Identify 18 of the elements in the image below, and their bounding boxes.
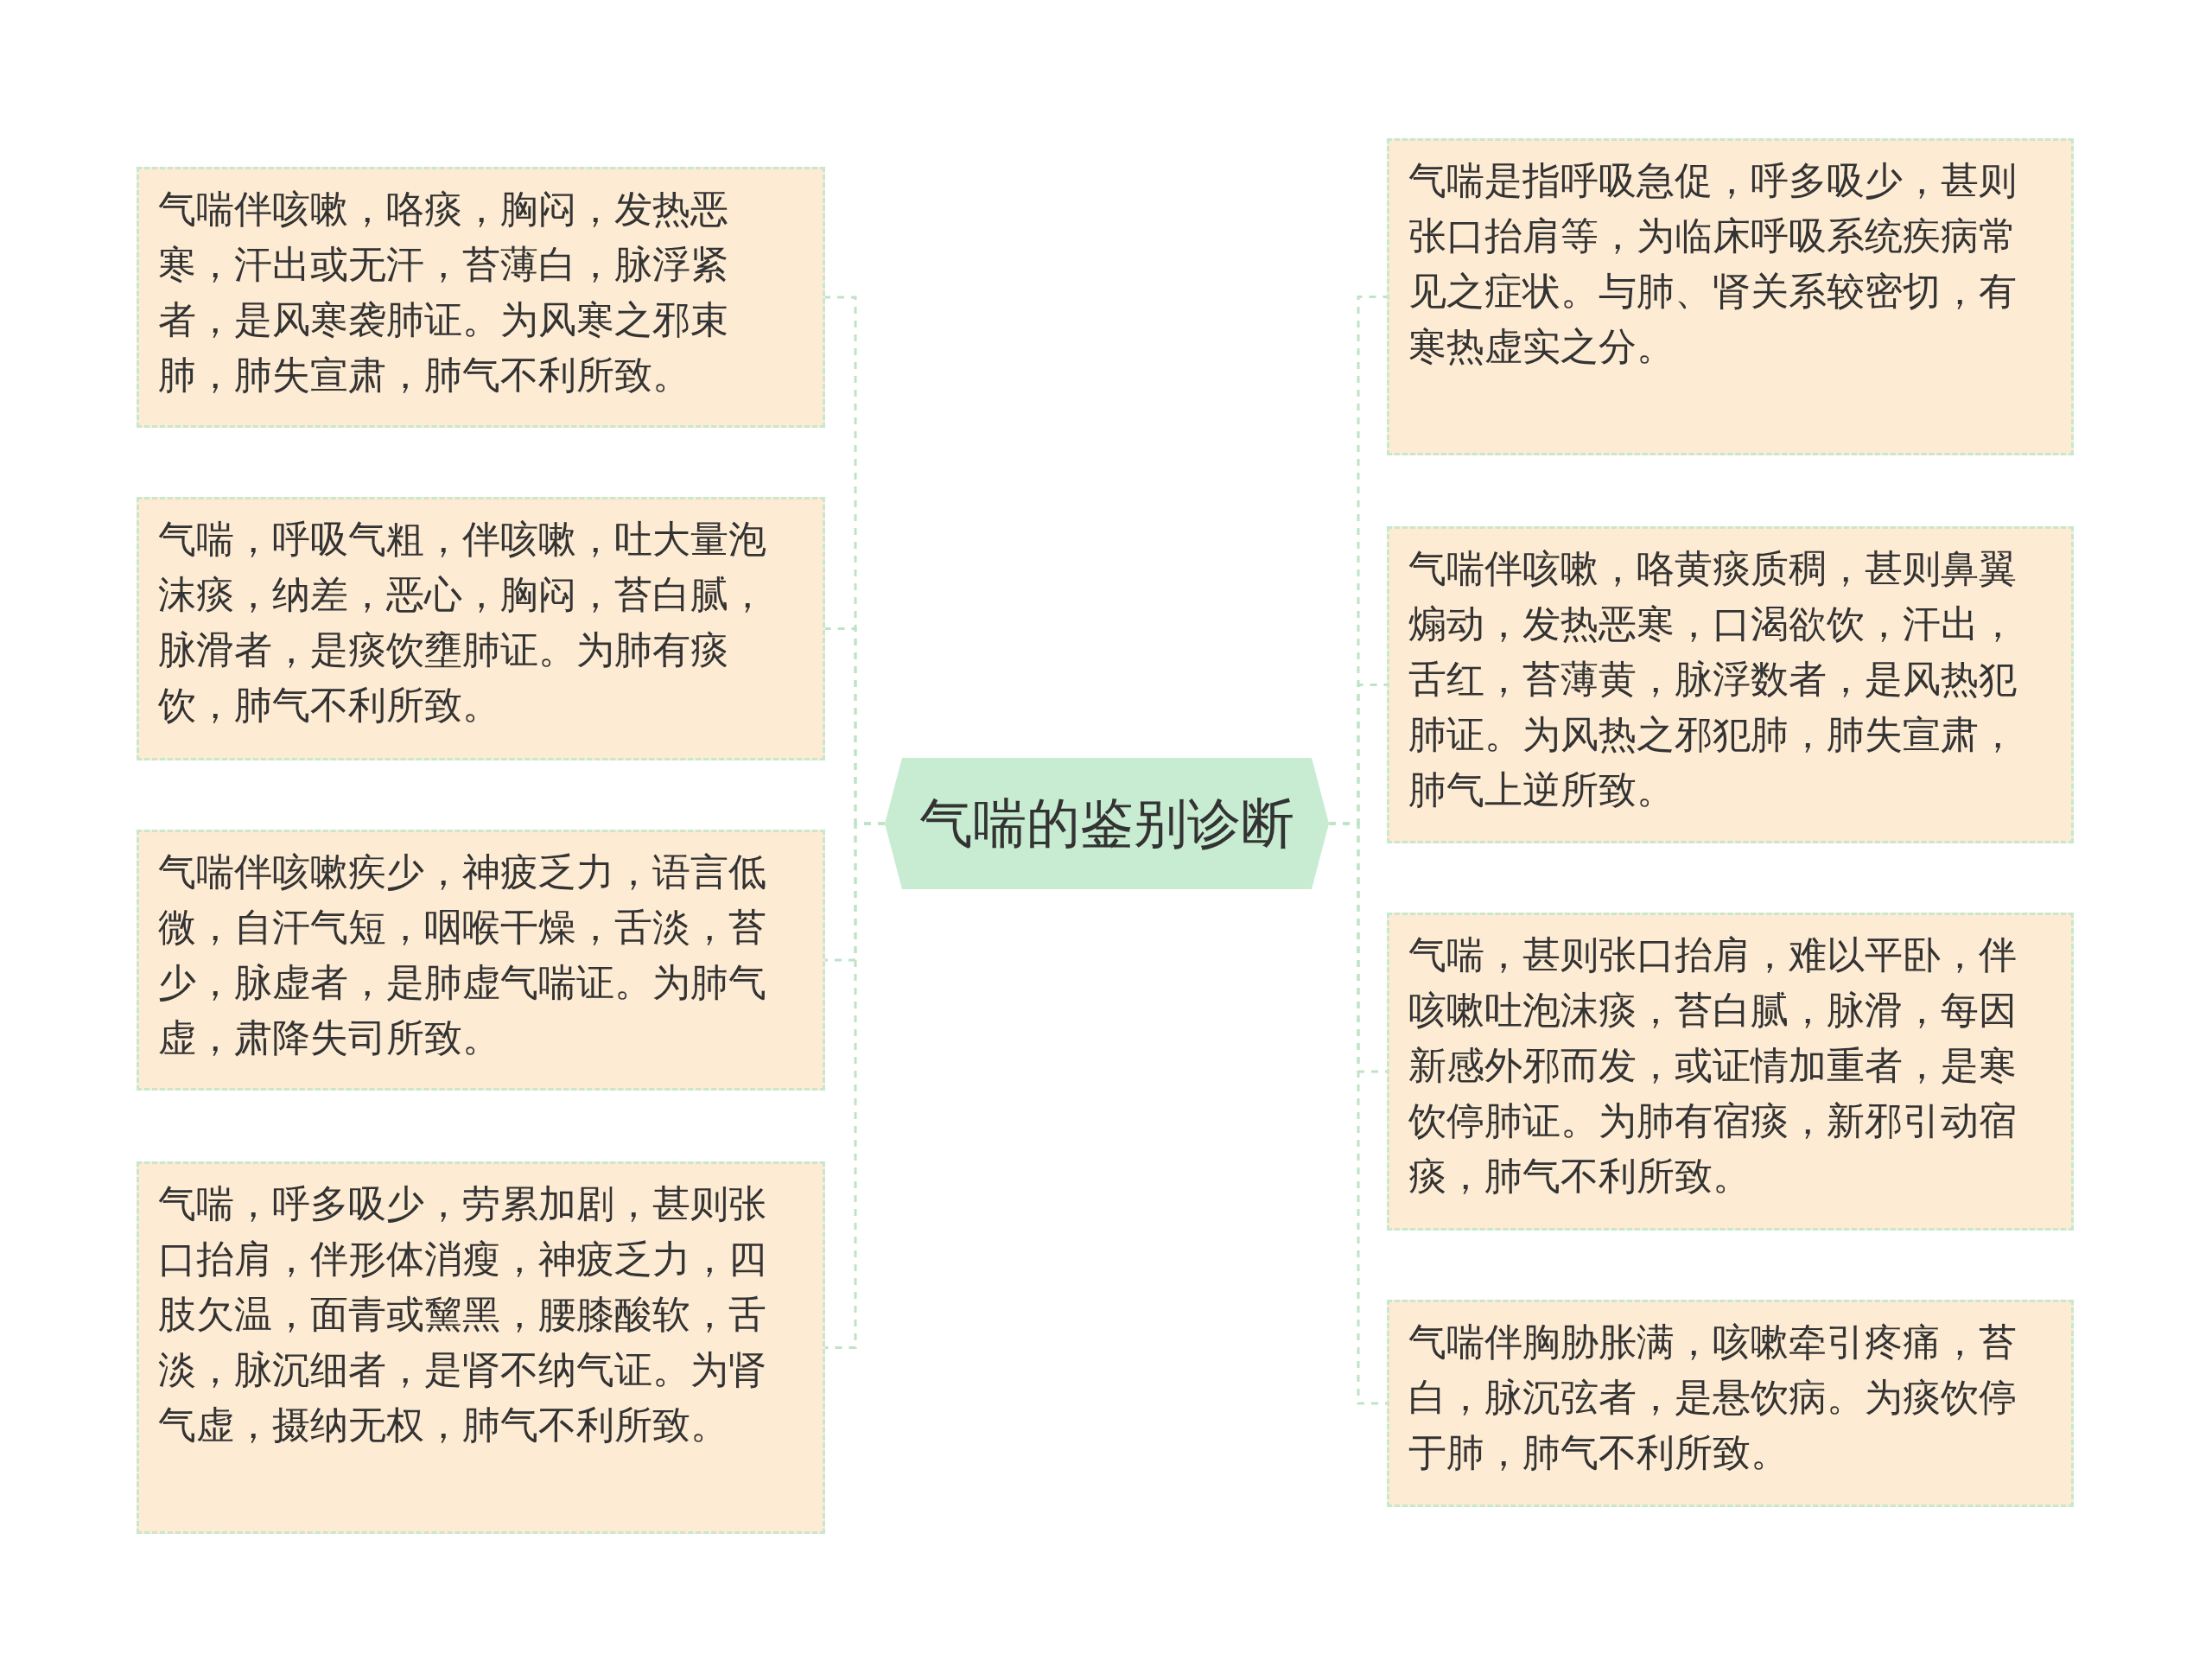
topic-hexagon [885,758,1329,889]
note-text: 气喘，呼多吸少，劳累加剧，甚则张口抬肩，伴形体消瘦，神疲乏力，四肢欠温，面青或黧黑，腰膝酸软，舌淡，脉沉细者，是肾不纳气证。为肾气虚，摄纳无权，肺气不利所致。 [158,1180,767,1448]
note-card [1387,526,2074,843]
note-card [137,1161,825,1534]
note-text: 气喘伴咳嗽疾少，神疲乏力，语言低微，自汗气短，咽喉干燥，舌淡，苔少，脉虚者，是肺虚气喘证。为肺气虚，肃降失司所致。 [158,849,767,1061]
note-card [1387,138,2074,455]
note-card [1387,1300,2074,1507]
note-text: 气喘伴咳嗽，咯痰，胸闷，发热恶寒，汗出或无汗，苔薄白，脉浮紧者，是风寒袭肺证。为风寒之邪束肺，肺失宣肃，肺气不利所致。 [158,186,729,398]
note-card [1387,913,2074,1231]
note-text: 气喘伴胸胁胀满，咳嗽牵引疼痛，苔白，脉沉弦者，是悬饮病。为痰饮停于肺，肺气不利所致。 [1408,1319,2018,1476]
note-text: 气喘，呼吸气粗，伴咳嗽，吐大量泡沫痰，纳差，恶心，胸闷，苔白腻，脉滑者，是痰饮壅肺证。为肺有痰饮，肺气不利所致。 [158,516,767,728]
note-card [137,167,825,428]
note-card [137,830,825,1091]
note-text: 气喘是指呼吸急促，呼多吸少，甚则张口抬肩等，为临床呼吸系统疾病常见之症状。与肺、肾关系较密切，有寒热虚实之分。 [1408,157,2018,370]
note-text: 气喘，甚则张口抬肩，难以平卧，伴咳嗽吐泡沫痰，苔白腻，脉滑，每因新感外邪而发，或证情加重者，是寒饮停肺证。为肺有宿痰，新邪引动宿痰，肺气不利所致。 [1408,932,2018,1199]
topic-title: 气喘的鉴别诊断 [919,791,1294,856]
note-text: 气喘伴咳嗽，咯黄痰质稠，甚则鼻翼煽动，发热恶寒，口渴欲饮，汗出，舌红，苔薄黄，脉浮数者，是风热犯肺证。为风热之邪犯肺，肺失宣肃，肺气上逆所致。 [1408,545,2018,813]
note-card [137,497,825,760]
